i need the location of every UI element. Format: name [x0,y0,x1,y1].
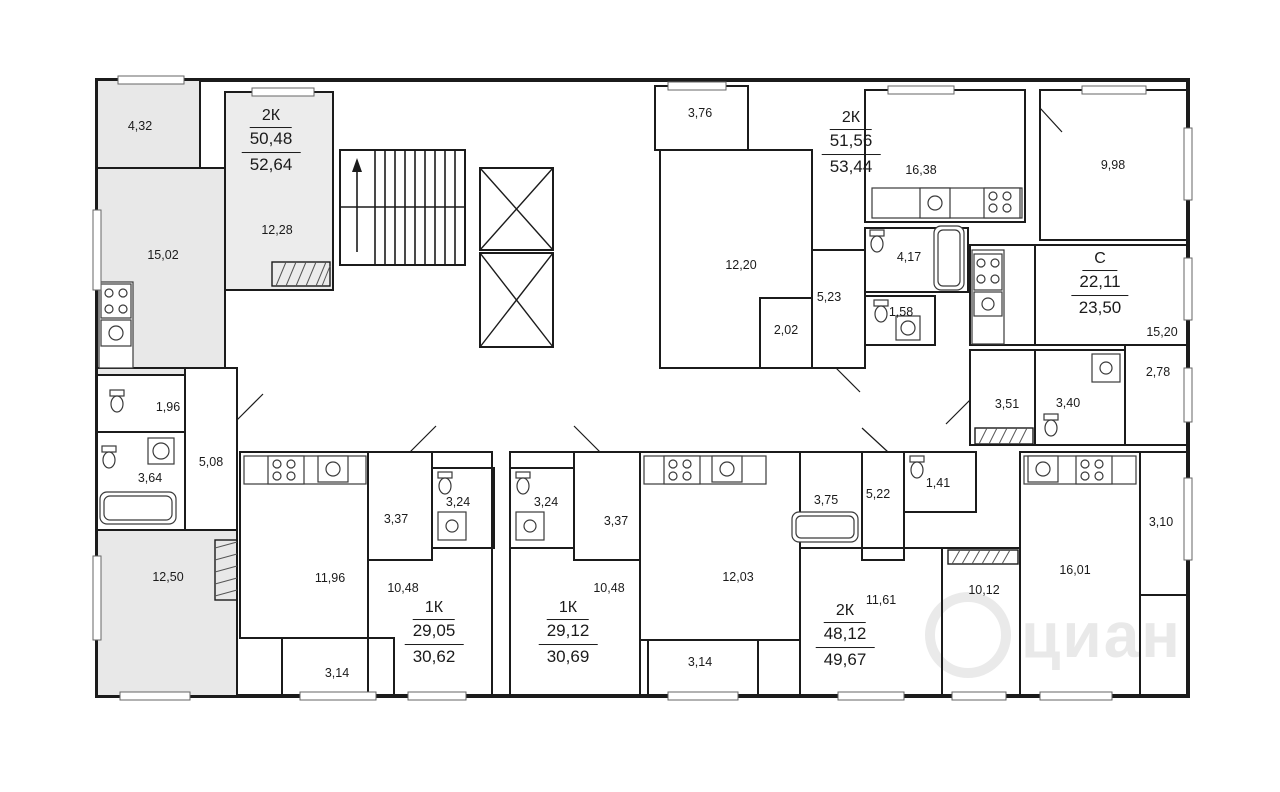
wardrobe-hatch-a6 [947,549,1019,565]
stairs-direction-arrow [352,158,362,252]
stove-icon [983,187,1021,219]
elevator-shaft-2 [479,252,554,348]
room-a1-room1 [224,91,334,291]
stove-icon [100,283,132,319]
bathtub-icon [791,511,859,543]
room-a1-wc [96,374,186,433]
shower-icon [1091,353,1121,383]
wardrobe-hatch-corridor [974,427,1034,445]
room-a1-balcony [96,79,201,169]
wardrobe-hatch-a1-hall [214,539,238,601]
toilet-icon [1043,413,1059,437]
room-a6-wc [903,451,977,513]
toilet-icon [909,455,925,479]
sink-icon [317,455,349,483]
sink-icon [711,455,743,483]
elevator-shaft-1 [479,167,554,251]
room-a2-wc [864,295,936,346]
toilet-icon [101,445,117,469]
sink-icon [1027,455,1059,483]
door-lines [236,107,1063,453]
stove-icon [267,455,305,485]
toilet-icon [869,229,885,253]
toilet-icon [109,389,125,413]
room-a4-bath [431,467,495,549]
sink-icon [919,187,951,219]
washer-icon [895,315,921,341]
shower-icon [515,511,545,541]
washer-icon [147,437,175,465]
stove-icon [1075,455,1113,485]
stove-icon [973,253,1003,291]
apartment-1-region[interactable] [96,79,334,697]
wardrobe-hatch-a1 [271,261,331,287]
shower-icon [437,511,467,541]
toilet-icon [873,299,889,323]
bathroom-fixtures [99,225,1121,543]
sink-icon [100,319,132,347]
room-a1-hall [184,367,238,531]
sink-icon [973,291,1003,317]
bathtub-icon [933,225,965,291]
stove-icon [663,455,701,485]
toilet-icon [515,471,531,495]
counter-a5 [643,455,767,485]
toilet-icon [437,471,453,495]
kitchen-fixtures [98,187,1137,485]
room-a2-bath [864,227,969,293]
windows [92,75,1193,701]
bathtub-icon [99,491,177,525]
stairwell [339,149,466,266]
apartment-3-region[interactable] [969,244,1189,446]
